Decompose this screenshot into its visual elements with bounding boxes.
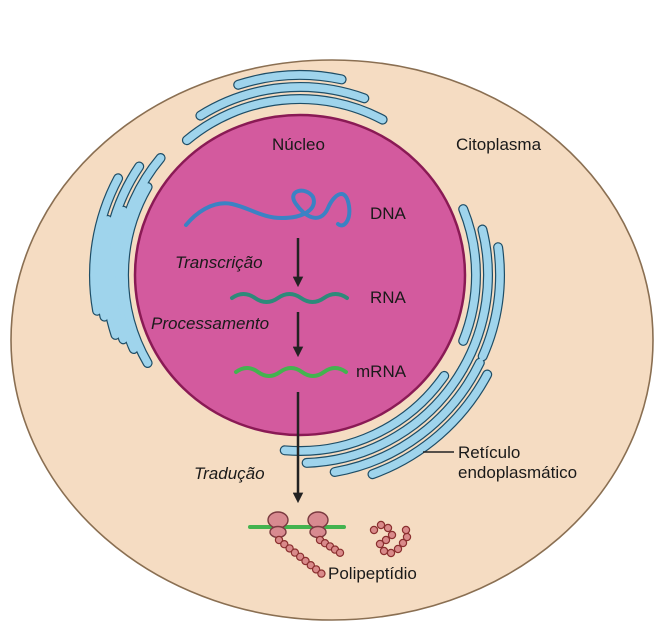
nucleus-label: Núcleo (272, 136, 325, 153)
nucleus (135, 115, 465, 435)
amino-acid-bead (402, 526, 409, 533)
amino-acid-bead (387, 549, 394, 556)
cytoplasm-label: Citoplasma (456, 136, 541, 153)
amino-acid-bead (318, 570, 325, 577)
transcription-label: Transcrição (175, 254, 263, 271)
dna-label: DNA (370, 205, 406, 222)
amino-acid-bead (370, 526, 377, 533)
amino-acid-bead (336, 549, 343, 556)
amino-acid-bead (380, 547, 387, 554)
ribosome (268, 512, 288, 538)
polypeptide-label: Polipeptídio (328, 565, 417, 582)
er-label-line2: endoplasmático (458, 463, 577, 482)
rna-label: RNA (370, 289, 406, 306)
mrna-label: mRNA (356, 363, 406, 380)
amino-acid-bead (403, 533, 410, 540)
amino-acid-bead (384, 524, 391, 531)
amino-acid-bead (376, 540, 383, 547)
amino-acid-bead (388, 531, 395, 538)
amino-acid-bead (394, 545, 401, 552)
er-label-line1: Retículo (458, 443, 520, 462)
processing-label: Processamento (151, 315, 269, 332)
ribosome (308, 512, 328, 538)
translation-label: Tradução (194, 465, 265, 482)
er-label: Retículo endoplasmático (458, 443, 577, 482)
amino-acid-bead (377, 521, 384, 528)
